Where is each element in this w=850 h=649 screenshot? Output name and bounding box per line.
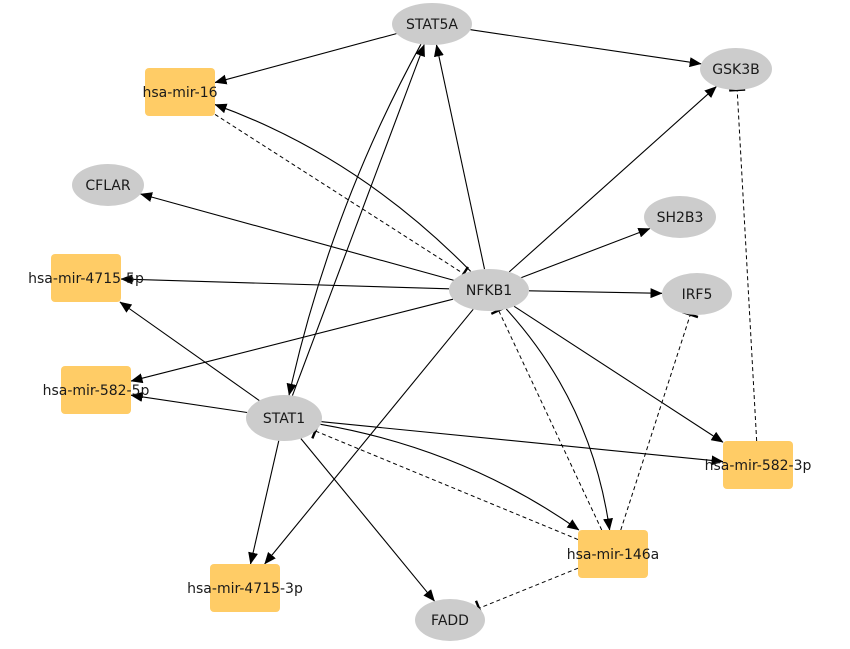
node-label-IRF5: IRF5 xyxy=(682,287,713,303)
activation-edge-STAT1-to-mir582_3p xyxy=(321,421,724,466)
activation-edge-STAT5A-to-STAT1 xyxy=(286,43,422,396)
mirna-node-mir4715_3p[interactable]: hsa-mir-4715-3p xyxy=(187,564,303,612)
gene-node-FADD[interactable]: FADD xyxy=(415,599,485,641)
node-label-GSK3B: GSK3B xyxy=(712,62,759,78)
gene-node-IRF5[interactable]: IRF5 xyxy=(662,273,732,315)
inhibition-edge-mir146a-to-FADD xyxy=(478,567,579,609)
gene-node-shape xyxy=(72,164,144,206)
gene-node-shape xyxy=(662,273,732,315)
gene-node-shape xyxy=(449,269,529,311)
gene-node-shape xyxy=(700,48,772,90)
node-label-STAT1: STAT1 xyxy=(263,411,305,427)
node-label-SH2B3: SH2B3 xyxy=(657,210,704,226)
gene-node-SH2B3[interactable]: SH2B3 xyxy=(644,196,716,238)
mirna-node-shape xyxy=(723,441,793,489)
inhibition-edge-mir146a-to-NFKB1 xyxy=(498,310,603,531)
activation-edge-NFKB1-to-STAT5A xyxy=(433,44,486,270)
activation-edge-NFKB1-to-mir146a xyxy=(505,308,613,531)
mirna-node-shape xyxy=(51,254,121,302)
activation-edge-STAT5A-to-GSK3B xyxy=(470,29,702,68)
activation-edge-NFKB1-to-SH2B3 xyxy=(521,227,651,279)
edge-layer xyxy=(119,29,758,617)
mirna-node-mir4715_5p[interactable]: hsa-mir-4715-5p xyxy=(28,254,144,302)
activation-edge-NFKB1-to-IRF5 xyxy=(528,288,663,299)
activation-edge-NFKB1-to-mir582_5p xyxy=(130,298,454,384)
node-label-mir4715_5p: hsa-mir-4715-5p xyxy=(28,271,144,287)
node-label-FADD: FADD xyxy=(431,613,469,629)
gene-node-shape xyxy=(392,3,472,45)
gene-node-STAT5A[interactable]: STAT5A xyxy=(392,3,472,45)
node-label-mir4715_3p: hsa-mir-4715-3p xyxy=(187,581,303,597)
mirna-node-mir146a[interactable]: hsa-mir-146a xyxy=(567,530,660,578)
activation-edge-NFKB1-to-mir4715_3p xyxy=(264,308,474,565)
inhibition-edge-mir582_3p-to-GSK3B xyxy=(736,89,758,442)
mirna-node-shape xyxy=(578,530,648,578)
node-label-mir582_5p: hsa-mir-582-5p xyxy=(43,383,150,399)
inhibition-edge-mir16-to-NFKB1 xyxy=(214,114,464,275)
node-label-mir146a: hsa-mir-146a xyxy=(567,547,660,563)
node-label-mir582_3p: hsa-mir-582-3p xyxy=(705,458,812,474)
gene-node-shape xyxy=(246,395,322,441)
node-label-mir16: hsa-mir-16 xyxy=(142,85,217,101)
node-label-STAT5A: STAT5A xyxy=(406,17,458,33)
mirna-node-mir16[interactable]: hsa-mir-16 xyxy=(142,68,218,116)
gene-node-GSK3B[interactable]: GSK3B xyxy=(700,48,772,90)
mirna-node-shape xyxy=(145,68,215,116)
mirna-node-mir582_3p[interactable]: hsa-mir-582-3p xyxy=(705,441,812,489)
activation-edge-NFKB1-to-mir582_3p xyxy=(513,305,724,443)
activation-edge-NFKB1-to-CFLAR xyxy=(140,192,454,281)
mirna-node-shape xyxy=(61,366,131,414)
mirna-node-shape xyxy=(210,564,280,612)
gene-node-STAT1[interactable]: STAT1 xyxy=(246,395,322,441)
inhibition-tbar-mir582_3p-to-GSK3B xyxy=(729,88,746,92)
activation-edge-STAT5A-to-mir16 xyxy=(214,33,397,85)
mirna-node-mir582_5p[interactable]: hsa-mir-582-5p xyxy=(43,366,150,414)
activation-edge-NFKB1-to-mir16 xyxy=(214,103,472,272)
activation-edge-STAT1-to-mir146a xyxy=(320,423,580,531)
activation-edge-STAT1-to-mir582_5p xyxy=(130,391,248,414)
gene-node-CFLAR[interactable]: CFLAR xyxy=(72,164,144,206)
node-label-NFKB1: NFKB1 xyxy=(466,283,512,299)
gene-node-shape xyxy=(644,196,716,238)
inhibition-edge-mir146a-to-STAT1 xyxy=(315,430,579,540)
activation-edge-STAT1-to-FADD xyxy=(300,438,435,602)
gene-node-NFKB1[interactable]: NFKB1 xyxy=(449,269,529,311)
activation-edge-STAT1-to-mir4715_5p xyxy=(119,301,260,401)
inhibition-edge-mir146a-to-IRF5 xyxy=(620,314,691,531)
activation-edge-STAT1-to-mir4715_3p xyxy=(248,440,280,565)
node-label-CFLAR: CFLAR xyxy=(85,178,131,194)
gene-node-shape xyxy=(415,599,485,641)
activation-edge-NFKB1-to-mir4715_5p xyxy=(120,274,450,290)
activation-edge-STAT1-to-STAT5A xyxy=(291,44,425,396)
activation-edge-NFKB1-to-GSK3B xyxy=(508,86,717,273)
